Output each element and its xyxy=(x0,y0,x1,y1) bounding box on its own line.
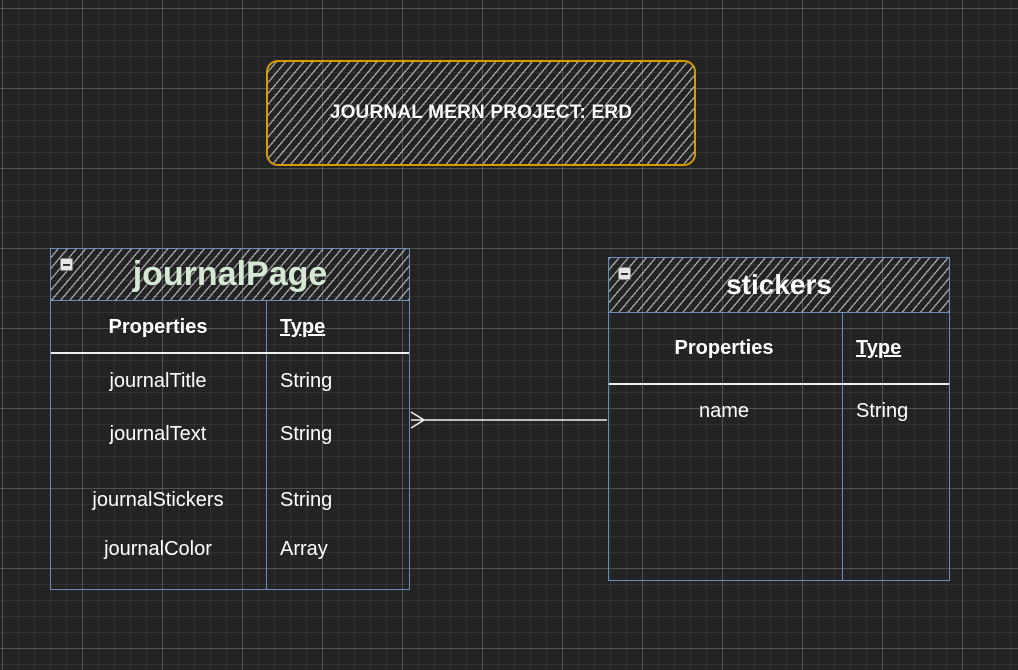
diagram-title: JOURNAL MERN PROJECT: ERD xyxy=(329,102,633,123)
property-cell: journalColor xyxy=(104,538,212,560)
property-cell: journalText xyxy=(109,423,207,445)
crows-foot-many-icon xyxy=(410,411,426,429)
type-cell: String xyxy=(280,423,333,445)
type-cell: String xyxy=(280,370,333,392)
collapse-minus-icon[interactable] xyxy=(618,267,631,280)
property-cell: name xyxy=(698,400,750,422)
properties-column-header: Properties xyxy=(674,337,774,359)
journal-page-table[interactable]: journalPage Properties Type journalTitle… xyxy=(50,248,410,590)
stickers-table-header[interactable]: stickers xyxy=(609,258,949,313)
stickers-table-name: stickers xyxy=(726,269,832,300)
journal-page-table-name: journalPage xyxy=(132,255,328,293)
properties-column-header: Properties xyxy=(108,316,208,338)
property-cell: journalStickers xyxy=(92,489,224,511)
header-rule xyxy=(609,383,949,385)
property-cell: journalTitle xyxy=(109,370,207,392)
header-rule xyxy=(51,352,409,354)
type-column-header: Type xyxy=(280,316,326,338)
diagram-title-box[interactable]: JOURNAL MERN PROJECT: ERD xyxy=(266,60,696,166)
type-cell: String xyxy=(280,489,333,511)
type-cell: String xyxy=(856,400,909,422)
column-divider xyxy=(842,313,843,580)
collapse-minus-icon[interactable] xyxy=(60,258,73,271)
type-cell: Array xyxy=(280,538,328,560)
stickers-table[interactable]: stickers Properties Type name String xyxy=(608,257,950,581)
journal-page-table-header[interactable]: journalPage xyxy=(51,249,409,301)
column-divider xyxy=(266,301,267,589)
type-column-header: Type xyxy=(856,337,902,359)
